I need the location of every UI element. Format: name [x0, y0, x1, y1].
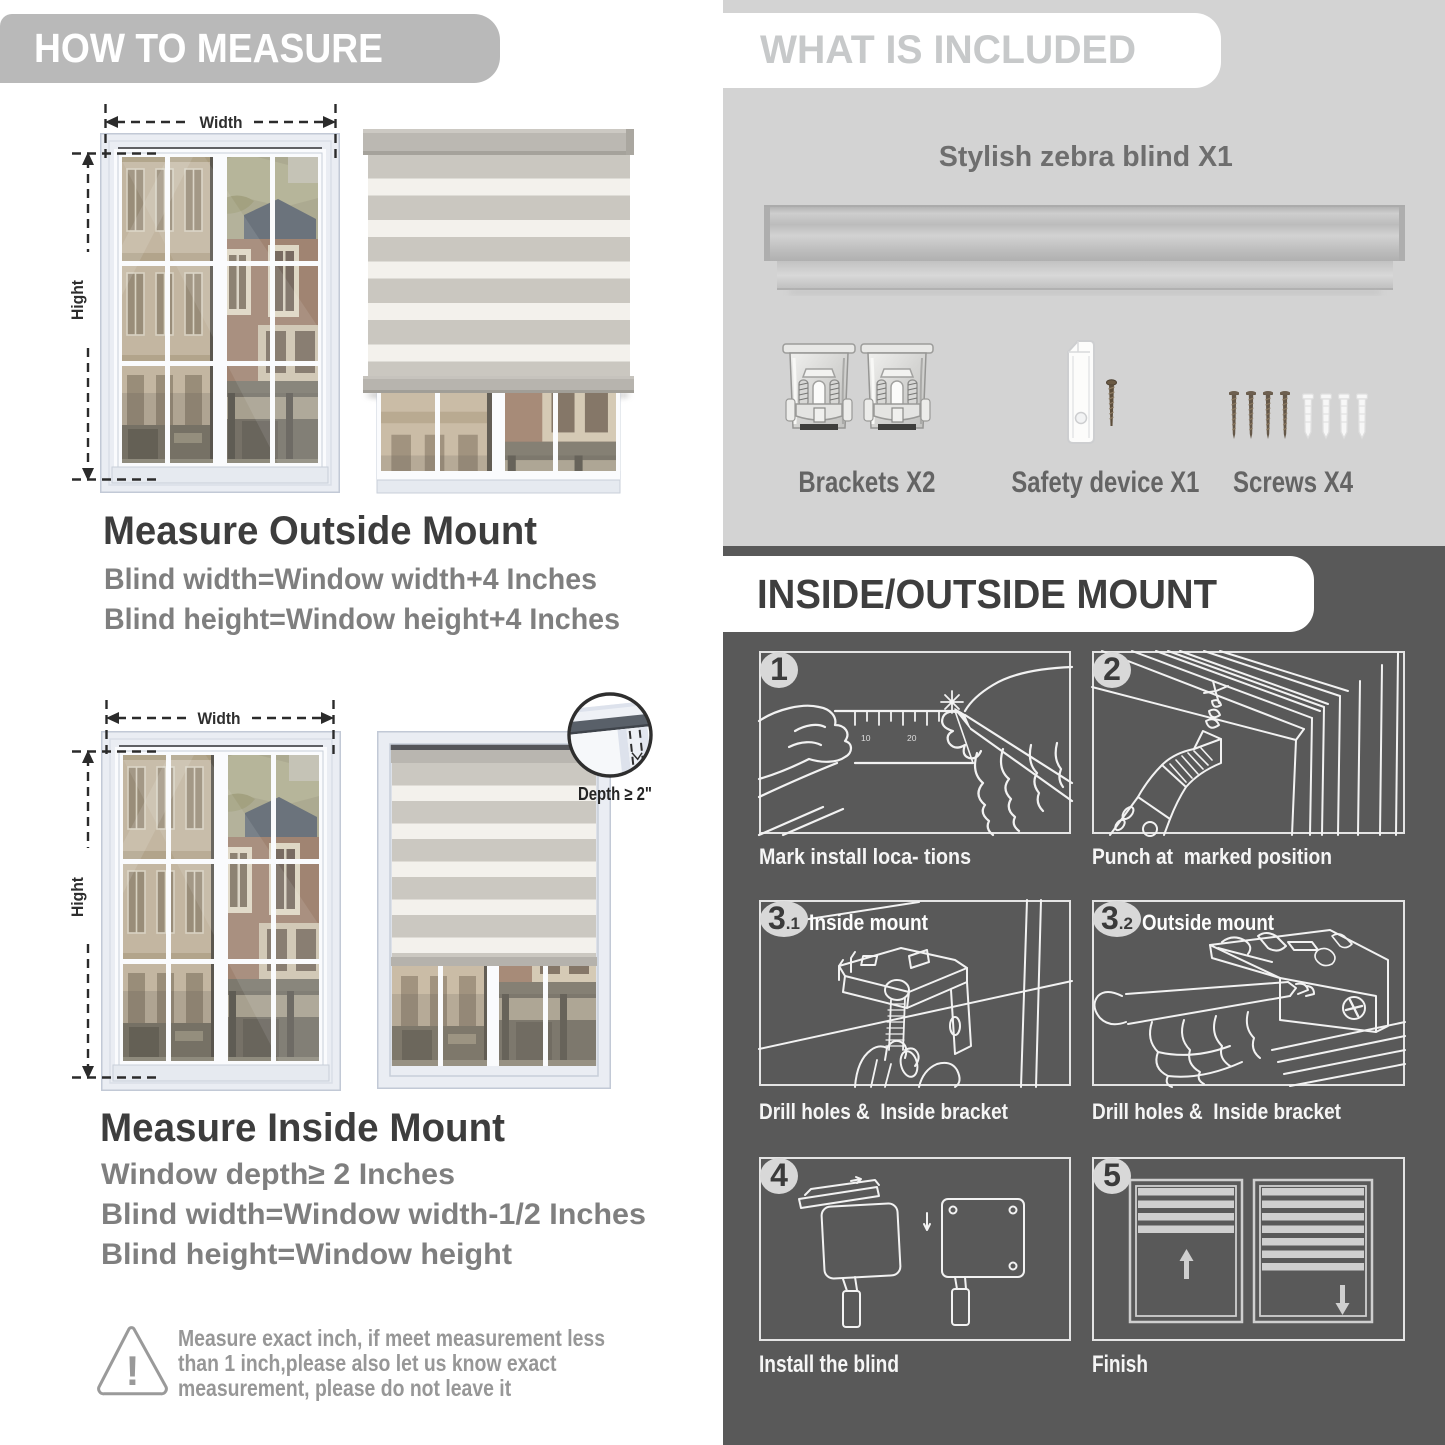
svg-text:!: !	[126, 1347, 140, 1394]
svg-text:Width: Width	[198, 709, 241, 728]
svg-text:10: 10	[861, 733, 871, 743]
svg-text:Hight: Hight	[68, 280, 87, 320]
svg-text:20: 20	[907, 733, 917, 743]
svg-text:Depth ≥ 2": Depth ≥ 2"	[578, 784, 652, 804]
svg-text:Hight: Hight	[68, 877, 87, 917]
svg-text:Width: Width	[200, 113, 243, 132]
